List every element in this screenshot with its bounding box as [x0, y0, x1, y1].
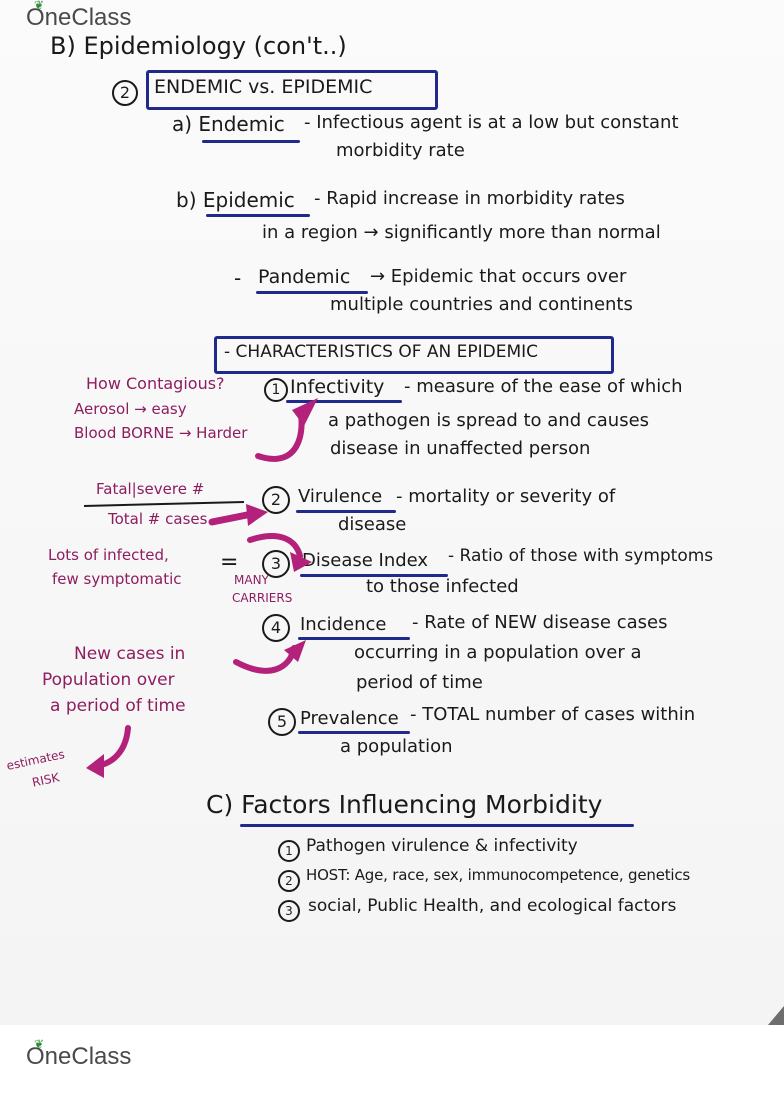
item-number-2: 2	[262, 486, 290, 514]
infectivity-def-line1: - measure of the ease of which	[404, 376, 683, 397]
section-c-underline	[240, 824, 634, 827]
disease-index-arrow	[247, 533, 303, 559]
prevalence-term: Prevalence	[300, 708, 399, 729]
notes-heading: B) Epidemiology (con't..)	[50, 32, 347, 60]
pandemic-def-line2: multiple countries and continents	[330, 294, 633, 315]
prevalence-def-line1: - TOTAL number of cases within	[410, 704, 696, 725]
factor-item-1: Pathogen virulence & infectivity	[306, 836, 578, 856]
virulence-arrow	[208, 510, 256, 526]
incidence-def-line2: occurring in a population over a	[354, 642, 642, 663]
incidence-term: Incidence	[300, 614, 387, 635]
fraction-line	[83, 501, 245, 507]
factor-number-3: 3	[278, 900, 300, 922]
pandemic-term: Pandemic	[258, 266, 351, 288]
infectivity-def-line2: a pathogen is spread to and causes	[328, 410, 650, 431]
incidence-arrow	[233, 645, 297, 674]
epidemic-term: b) Epidemic	[176, 188, 295, 212]
pandemic-dash: -	[234, 266, 242, 290]
section-title-box	[146, 70, 438, 110]
factor-number-2: 2	[278, 870, 300, 892]
virulence-underline	[296, 510, 396, 513]
incidence-underline	[298, 637, 410, 640]
item-number-3: 3	[262, 550, 290, 578]
disease-index-term: Disease Index	[302, 550, 429, 571]
characteristics-title: - CHARACTERISTICS OF AN EPIDEMIC	[224, 342, 539, 362]
notebook-page: ❦ OneClass B) Epidemiology (con't..) 2 E…	[0, 0, 784, 1025]
infected-note-line2: few symptomatic	[52, 570, 182, 588]
incidence-arrowhead	[284, 640, 306, 662]
disease-index-underline	[300, 574, 448, 577]
pandemic-underline	[256, 291, 368, 294]
logo-text: OneClass	[26, 4, 132, 31]
infectivity-def-line3: disease in unaffected person	[330, 438, 591, 459]
factor-item-2: HOST: Age, race, sex, immunocompetence, …	[306, 866, 691, 884]
equals-sign: =	[220, 550, 239, 575]
disease-index-def-line1: - Ratio of those with symptoms	[448, 546, 714, 566]
section-c-title: C) Factors Influencing Morbidity	[206, 790, 603, 819]
page-footer: ❦ OneClass	[0, 1025, 784, 1094]
epidemic-def-line1: - Rapid increase in morbidity rates	[314, 188, 625, 209]
factor-item-3: social, Public Health, and ecological fa…	[308, 896, 677, 916]
carriers-note-line1: MANY	[234, 573, 269, 587]
endemic-def-line2: morbidity rate	[336, 140, 465, 161]
prevalence-underline	[298, 731, 410, 734]
characteristics-box	[214, 336, 614, 374]
endemic-term: a) Endemic	[172, 112, 285, 136]
virulence-def-line1: - mortality or severity of	[396, 486, 616, 507]
disease-index-def-line2: to those infected	[366, 576, 519, 597]
section-title: ENDEMIC vs. EPIDEMIC	[154, 76, 373, 98]
oneclass-logo-footer: ❦ OneClass	[26, 1037, 132, 1071]
page-corner-mark	[768, 1006, 784, 1025]
prevalence-def-line2: a population	[340, 736, 453, 757]
virulence-ratio-denominator: Total # cases	[108, 510, 208, 528]
logo-text-footer: OneClass	[26, 1043, 132, 1070]
leaf-icon: ❦	[34, 0, 45, 12]
annotation-arrows	[83, 398, 784, 1025]
new-cases-note-line2: Population over	[42, 670, 175, 690]
virulence-ratio-numerator: Fatal|severe #	[96, 480, 205, 498]
item-number-5: 5	[268, 708, 296, 736]
endemic-def-line1: - Infectious agent is at a low but const…	[304, 112, 679, 133]
infectivity-underline	[286, 400, 402, 403]
epidemic-def-line2: in a region → significantly more than no…	[262, 222, 661, 243]
virulence-arrowhead	[246, 504, 268, 526]
incidence-def-line3: period of time	[356, 672, 483, 693]
new-cases-note-line3: a period of time	[50, 696, 186, 716]
incidence-def-line1: - Rate of NEW disease cases	[412, 612, 668, 633]
infectivity-term: Infectivity	[290, 376, 385, 398]
section-number: 2	[112, 80, 138, 106]
endemic-underline	[202, 140, 300, 143]
contagious-note-line3: Blood BORNE → Harder	[74, 424, 248, 442]
oneclass-logo: ❦ OneClass	[26, 0, 132, 32]
pandemic-def-line1: → Epidemic that occurs over	[370, 266, 627, 287]
epidemic-underline	[206, 214, 310, 217]
infectivity-arrowhead	[292, 398, 318, 426]
carriers-note-line2: CARRIERS	[232, 591, 293, 605]
infectivity-arrow	[255, 407, 305, 462]
factor-number-1: 1	[278, 840, 300, 862]
infected-note-line1: Lots of infected,	[48, 546, 169, 564]
virulence-def-line2: disease	[338, 514, 407, 535]
disease-index-arrowhead	[290, 552, 312, 572]
virulence-term: Virulence	[298, 486, 383, 507]
new-cases-note-line1: New cases in	[74, 644, 186, 664]
item-number-4: 4	[262, 614, 290, 642]
leaf-icon-footer: ❦	[34, 1037, 45, 1051]
contagious-note-line2: Aerosol → easy	[74, 400, 187, 418]
item-number-1: 1	[264, 378, 288, 402]
estimates-arrowhead	[86, 754, 104, 778]
contagious-note-line1: How Contagious?	[86, 374, 225, 393]
